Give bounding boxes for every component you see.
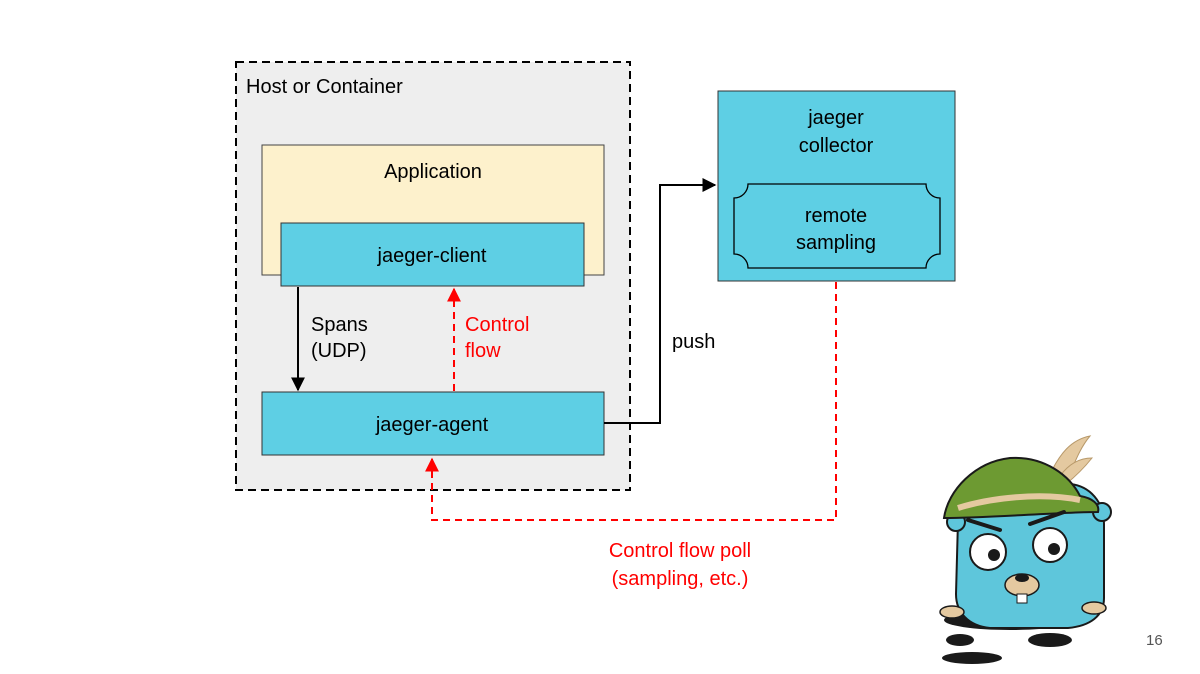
- control-flow-label-line1: Control: [465, 314, 529, 336]
- remote-sampling-box: remote sampling: [733, 183, 941, 269]
- control-flow-poll-label-line2: (sampling, etc.): [612, 568, 749, 590]
- jaeger-collector-box: jaeger collector: [717, 90, 956, 282]
- jaeger-client-label: jaeger-client: [377, 245, 487, 267]
- spans-arrow: Spans (UDP): [291, 287, 368, 392]
- jaeger-agent-box: jaeger-agent: [261, 391, 605, 456]
- push-label: push: [672, 331, 715, 353]
- host-container-label: Host or Container: [246, 76, 403, 98]
- control-flow-poll-arrow: Control flow poll (sampling, etc.): [425, 282, 837, 590]
- push-arrow: push: [604, 178, 717, 424]
- spans-label-line1: Spans: [311, 314, 368, 336]
- page-number: 16: [1146, 632, 1163, 649]
- control-flow-label-line2: flow: [465, 340, 501, 362]
- control-flow-poll-label-line1: Control flow poll: [609, 540, 751, 562]
- control-flow-arrow: Control flow: [447, 287, 529, 391]
- jaeger-gopher-mascot-icon: [939, 435, 1112, 664]
- spans-label-line2: (UDP): [311, 340, 367, 362]
- jaeger-client-box: jaeger-client: [280, 222, 585, 287]
- collector-title-line1: jaeger: [807, 107, 864, 129]
- jaeger-agent-label: jaeger-agent: [375, 414, 489, 436]
- application-label: Application: [384, 161, 482, 183]
- collector-title-line2: collector: [799, 135, 874, 157]
- sampling-line2: sampling: [796, 232, 876, 254]
- sampling-line1: remote: [805, 205, 867, 227]
